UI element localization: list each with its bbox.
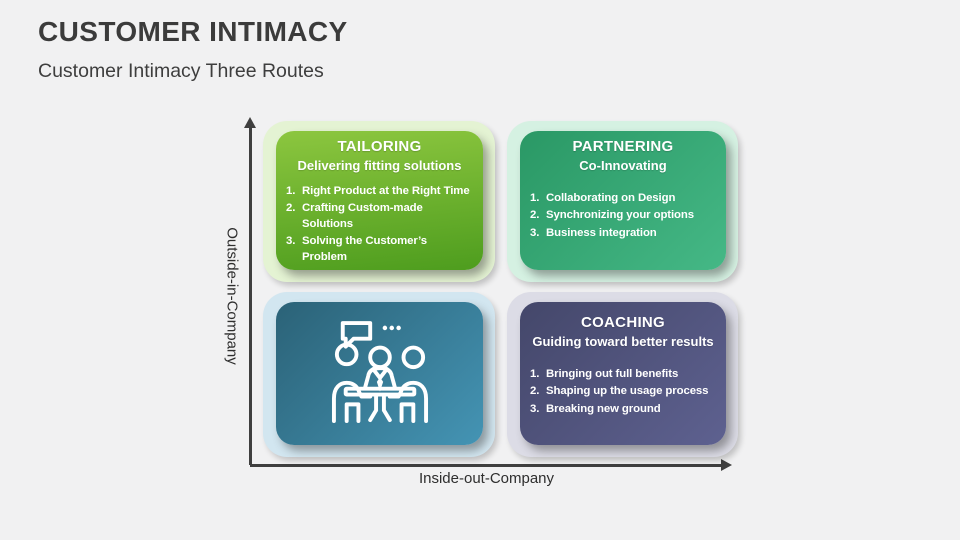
list-item: Breaking new ground (530, 401, 661, 419)
tailoring-list: Right Product at the Right Time Crafting… (282, 183, 477, 266)
coaching-subtitle: Guiding toward better results (532, 334, 714, 349)
y-axis-arrow-icon (244, 117, 256, 128)
tailoring-subtitle: Delivering fitting solutions (297, 158, 462, 173)
coaching-list: Bringing out full benefits Shaping up th… (526, 366, 720, 419)
list-item: Right Product at the Right Time (286, 183, 470, 199)
list-item: Business integration (530, 225, 657, 243)
partnering-list: Collaborating on Design Synchronizing yo… (526, 190, 720, 243)
tailoring-card: TAILORING Delivering fitting solutions R… (276, 131, 483, 270)
list-item: Solving the Customer’s Problem (286, 233, 428, 264)
list-item: Collaborating on Design (530, 190, 676, 208)
tailoring-title: TAILORING (337, 138, 422, 155)
coaching-title: COACHING (580, 314, 666, 331)
page-title: CUSTOMER INTIMACY (38, 16, 348, 47)
meeting-card (276, 302, 483, 445)
coaching-card: COACHING Guiding toward better results B… (520, 302, 726, 445)
partnering-subtitle: Co-Innovating (579, 158, 667, 173)
quadrant-meeting (263, 292, 495, 457)
quadrant-coaching: COACHING Guiding toward better results B… (507, 292, 738, 457)
y-axis-label: Outside-in-Company (223, 227, 241, 365)
quadrant-tailoring: TAILORING Delivering fitting solutions R… (263, 121, 495, 282)
meeting-discussion-icon (331, 320, 428, 423)
x-axis-line (250, 464, 723, 467)
list-item: Crafting Custom-made Solutions (286, 200, 423, 231)
y-axis-line (249, 127, 252, 465)
partnering-title: PARTNERING (572, 138, 674, 155)
quadrant-partnering: PARTNERING Co-Innovating Collaborating o… (507, 121, 738, 282)
x-axis-arrow-icon (721, 459, 732, 471)
list-item: Shaping up the usage process (530, 383, 709, 401)
page-subtitle: Customer Intimacy Three Routes (38, 60, 324, 82)
list-item: Synchronizing your options (530, 207, 695, 225)
partnering-card: PARTNERING Co-Innovating Collaborating o… (520, 131, 726, 270)
list-item: Bringing out full benefits (530, 366, 679, 384)
x-axis-label: Inside-out-Company (418, 470, 555, 487)
